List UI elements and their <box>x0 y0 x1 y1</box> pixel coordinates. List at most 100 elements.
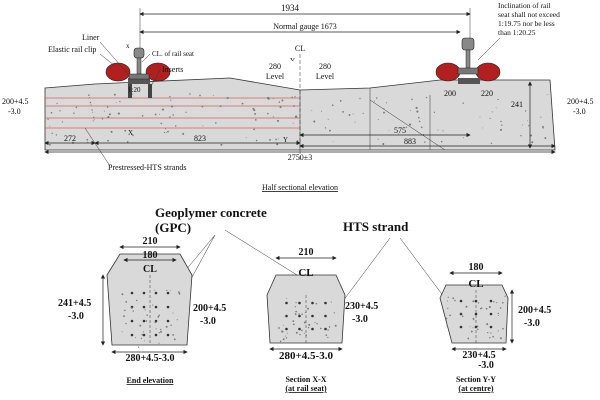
aggregate-speck <box>108 113 111 116</box>
aggregate-speck <box>75 106 78 109</box>
dim-883: 883 <box>404 137 416 146</box>
end-bottom-width: 280+4.5-3.0 <box>125 353 174 364</box>
aggregate-speck <box>89 101 92 104</box>
aggregate-speck <box>172 334 175 336</box>
aggregate-speck <box>479 116 481 118</box>
section-yy: 180 CL 200+4.5 -3.0 230+4.5 -3.0 Section… <box>439 262 551 393</box>
left-height: 200+4.5 <box>2 97 29 106</box>
aggregate-speck <box>139 324 142 327</box>
aggregate-speck <box>294 313 297 315</box>
dim-1934: 1934 <box>281 3 300 13</box>
aggregate-speck <box>125 322 127 325</box>
aggregate-speck <box>319 327 322 330</box>
aggregate-speck <box>527 120 529 122</box>
aggregate-speck <box>282 324 284 326</box>
aggregate-speck <box>169 96 171 98</box>
aggregate-speck <box>276 143 279 146</box>
aggregate-speck <box>416 110 419 113</box>
aggregate-speck <box>167 130 169 133</box>
x-bottom-label: X <box>128 129 133 137</box>
aggregate-speck <box>267 112 269 115</box>
aggregate-speck <box>73 112 75 114</box>
aggregate-speck <box>324 127 327 129</box>
aggregate-speck <box>185 111 187 113</box>
hts-strand-dot <box>459 325 463 329</box>
aggregate-speck <box>284 315 286 317</box>
aggregate-speck <box>499 307 502 309</box>
aggregate-speck <box>296 140 299 142</box>
aggregate-speck <box>154 113 157 116</box>
aggregate-speck <box>327 336 329 339</box>
hts-strand-dot <box>324 314 327 318</box>
aggregate-speck <box>487 331 489 334</box>
hts-strand-dot <box>142 305 146 309</box>
aggregate-speck <box>462 137 464 139</box>
aggregate-speck <box>172 114 175 116</box>
aggregate-speck <box>307 326 310 329</box>
aggregate-speck <box>142 331 145 333</box>
aggregate-speck <box>279 340 282 343</box>
yy-caption-2: (at centre) <box>458 384 494 393</box>
xx-top-width: 210 <box>299 247 314 258</box>
xx-caption-1: Section X-X <box>285 375 326 384</box>
aggregate-speck <box>164 128 167 130</box>
hts-strand-dot <box>154 305 158 309</box>
end-height-right-tol: -3.0 <box>200 316 216 327</box>
aggregate-speck <box>126 141 129 143</box>
aggregate-speck <box>285 337 288 339</box>
aggregate-speck <box>146 314 148 316</box>
aggregate-speck <box>141 333 144 336</box>
aggregate-speck <box>465 305 468 308</box>
aggregate-speck <box>158 332 160 334</box>
cl-rail-seat-label: CL. of rail seat <box>152 50 194 58</box>
aggregate-speck <box>285 335 287 337</box>
aggregate-speck <box>382 142 385 146</box>
aggregate-speck <box>291 96 293 98</box>
xx-bottom-width: 280+4.5-3.0 <box>279 350 333 362</box>
aggregate-speck <box>202 125 204 127</box>
aggregate-speck <box>411 98 413 101</box>
aggregate-speck <box>152 304 154 306</box>
aggregate-speck <box>415 106 418 109</box>
aggregate-speck <box>155 328 157 330</box>
cant-label: 1:20 <box>128 86 141 94</box>
aggregate-speck <box>175 125 177 127</box>
aggregate-speck <box>178 292 181 295</box>
aggregate-speck <box>497 98 499 101</box>
liner-label: Liner <box>82 33 100 42</box>
aggregate-speck <box>542 127 544 129</box>
aggregate-speck <box>241 102 244 105</box>
aggregate-speck <box>154 321 157 324</box>
hts-strand-dot <box>474 312 478 316</box>
aggregate-speck <box>492 335 494 338</box>
aggregate-speck <box>286 297 288 299</box>
aggregate-speck <box>418 116 420 119</box>
aggregate-speck <box>269 138 271 141</box>
hts-strand-dot <box>298 301 301 305</box>
aggregate-speck <box>442 130 444 132</box>
end-inner-width: 180 <box>143 250 158 261</box>
elastic-rail-clip-label: Elastic rail clip <box>48 45 96 54</box>
aggregate-speck <box>314 321 316 323</box>
yy-caption-1: Section Y-Y <box>456 375 496 384</box>
aggregate-speck <box>528 125 530 127</box>
aggregate-speck <box>254 119 257 121</box>
aggregate-speck <box>292 323 295 326</box>
aggregate-speck <box>486 323 489 326</box>
level-280-right: 280 <box>319 62 331 71</box>
aggregate-speck <box>87 141 89 143</box>
hts-strand-dot <box>285 327 288 331</box>
aggregate-speck <box>55 134 58 136</box>
aggregate-speck <box>163 131 166 134</box>
aggregate-speck <box>226 96 229 100</box>
aggregate-speck <box>159 113 161 115</box>
aggregate-speck <box>409 110 411 112</box>
half-sectional-elevation: 1934 Normal gauge 1673 CL Y Liner Elasti… <box>2 1 594 192</box>
section-xx-shape <box>266 274 346 344</box>
aggregate-speck <box>542 126 544 128</box>
aggregate-speck <box>160 122 163 125</box>
aggregate-speck <box>375 97 378 99</box>
aggregate-speck <box>311 109 313 111</box>
aggregate-speck <box>330 301 332 303</box>
aggregate-speck <box>56 102 58 105</box>
